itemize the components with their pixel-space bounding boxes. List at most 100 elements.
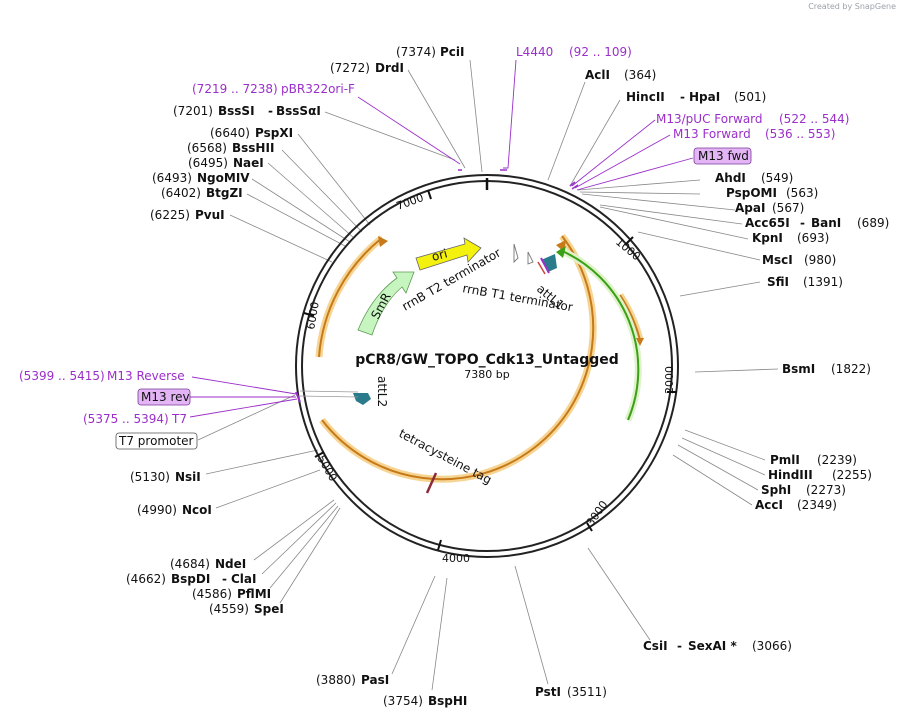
- enzyme-name: BtgZI: [206, 186, 243, 200]
- primer-m13-forward: M13 Forward: [673, 127, 751, 141]
- enzyme-separator: -: [268, 104, 273, 118]
- enzyme-name: PasI: [361, 673, 389, 687]
- enzyme-pos: (7374): [396, 45, 436, 59]
- enzyme-name: BsmI: [782, 362, 815, 376]
- enzyme-pos: (6225): [150, 208, 190, 222]
- enzyme-pos: (7272): [330, 61, 370, 75]
- enzyme-pos: (1822): [831, 362, 871, 376]
- attl2-label: attL2: [375, 376, 389, 407]
- primer-t7-range: (5375 .. 5394): [83, 412, 169, 426]
- enzyme-pos: (693): [797, 231, 829, 245]
- enzyme-pos: (3066): [752, 639, 792, 653]
- enzyme-separator: -: [677, 639, 682, 653]
- enzyme-labels-top-left: (7374) PciI (7272) DrdI (7201) BssSI - B…: [150, 45, 465, 222]
- primer-t7: T7: [171, 412, 187, 426]
- enzyme-separator: -: [680, 90, 685, 104]
- enzyme-name: PspXI: [255, 126, 293, 140]
- m13-fwd-label: M13 fwd: [698, 149, 749, 163]
- enzyme-name: HincII: [626, 90, 665, 104]
- primer-m13-puc: M13/pUC Forward: [656, 112, 763, 126]
- t7-promoter-box: T7 promoter: [115, 432, 198, 450]
- enzyme-pos: (7201): [173, 104, 213, 118]
- enzyme-name: NdeI: [215, 557, 246, 571]
- enzyme-name: BssHII: [232, 141, 274, 155]
- enzyme-pos: (4586): [192, 587, 232, 601]
- primer-m13-reverse-range: (5399 .. 5415): [19, 369, 105, 383]
- enzyme-pos: (6493): [152, 171, 192, 185]
- primer-labels: L4440 (92 .. 109) (7219 .. 7238) pBR322o…: [19, 45, 849, 426]
- enzyme-name: PstI: [535, 685, 561, 699]
- enzyme-pos: (2273): [806, 483, 846, 497]
- tick-5000: 5000: [314, 453, 339, 484]
- primer-m13-reverse: M13 Reverse: [107, 369, 185, 383]
- enzyme-pos: (5130): [130, 470, 170, 484]
- enzyme-pos: (3511): [567, 685, 607, 699]
- enzyme-pos: (563): [786, 186, 818, 200]
- tick-4000: 4000: [442, 552, 470, 565]
- tick-2000: 2000: [663, 366, 676, 394]
- enzyme-pos: (6402): [161, 186, 201, 200]
- smr-label: SmR: [368, 290, 393, 321]
- enzyme-name: PvuI: [195, 208, 225, 222]
- enzyme-name: PciI: [440, 45, 465, 59]
- enzyme-name: HpaI: [689, 90, 720, 104]
- enzyme-pos: (980): [804, 253, 836, 267]
- enzyme-pos: (2349): [797, 498, 837, 512]
- enzyme-labels-bottom: (3754) BspHI (3880) PasI (4559) SpeI (45…: [126, 470, 467, 708]
- enzyme-pos: (2255): [832, 468, 872, 482]
- plasmid-length: 7380 bp: [464, 368, 509, 381]
- primer-m13-forward-range: (536 .. 553): [765, 127, 835, 141]
- enzyme-name: NcoI: [182, 503, 212, 517]
- enzyme-name: AclI: [585, 68, 610, 82]
- enzyme-pos: (3754): [383, 694, 423, 708]
- enzyme-name: HindIII: [768, 468, 813, 482]
- enzyme-name: MscI: [762, 253, 793, 267]
- enzyme-name: NgoMIV: [197, 171, 250, 185]
- enzyme-name: BanI: [811, 216, 841, 230]
- enzyme-name: CsiI: [643, 639, 668, 653]
- tick-marks: [303, 189, 677, 551]
- leader-lines: [197, 59, 779, 691]
- enzyme-pos: (4990): [137, 503, 177, 517]
- primer-marks: [458, 169, 579, 190]
- enzyme-name: SpeI: [254, 602, 284, 616]
- enzyme-name: ApaI: [735, 201, 765, 215]
- m13-rev-box: M13 rev: [137, 388, 191, 406]
- enzyme-name: BssSαI: [276, 104, 321, 118]
- tick-3000: 3000: [584, 498, 611, 528]
- enzyme-pos: (4559): [209, 602, 249, 616]
- m13-rev-label: M13 rev: [141, 390, 190, 404]
- primer-pbr322-range: (7219 .. 7238): [192, 82, 278, 96]
- enzyme-pos: (6495): [188, 156, 228, 170]
- enzyme-pos: (689): [857, 216, 889, 230]
- t7-promoter-label: T7 promoter: [118, 434, 194, 448]
- enzyme-name: BssSI: [218, 104, 255, 118]
- enzyme-pos: (1391): [803, 275, 843, 289]
- primer-l4440-range: (92 .. 109): [569, 45, 632, 59]
- enzyme-pos: (6568): [187, 141, 227, 155]
- snapgene-credit: Created by SnapGene: [808, 2, 896, 11]
- backbone-outer: [295, 174, 679, 558]
- attl2-feature: [295, 390, 371, 405]
- primer-pbr322: pBR322ori-F: [281, 82, 355, 96]
- tick-6000: 6000: [304, 301, 322, 331]
- enzyme-name: SfiI: [767, 275, 789, 289]
- primer-leaders: [188, 59, 694, 418]
- enzyme-pos: (4684): [170, 557, 210, 571]
- primer-l4440: L4440: [516, 45, 553, 59]
- enzyme-name: DrdI: [375, 61, 404, 75]
- attl1-feature: [537, 254, 557, 275]
- primer-m13-puc-range: (522 .. 544): [779, 112, 849, 126]
- enzyme-name: SphI: [761, 483, 791, 497]
- enzyme-pos: (501): [734, 90, 766, 104]
- m13-fwd-box: M13 fwd: [693, 147, 752, 165]
- tick-7000: 7000: [395, 191, 426, 213]
- enzyme-separator: -: [800, 216, 805, 230]
- enzyme-separator: -: [222, 572, 227, 586]
- green-arrowhead: [556, 246, 566, 258]
- enzyme-pos: (4662): [126, 572, 166, 586]
- enzyme-name: AhdI: [715, 171, 746, 185]
- enzyme-labels-right: AclI (364) HincII - HpaI (501) AhdI (549…: [535, 68, 889, 699]
- ori-label: ori: [430, 246, 449, 264]
